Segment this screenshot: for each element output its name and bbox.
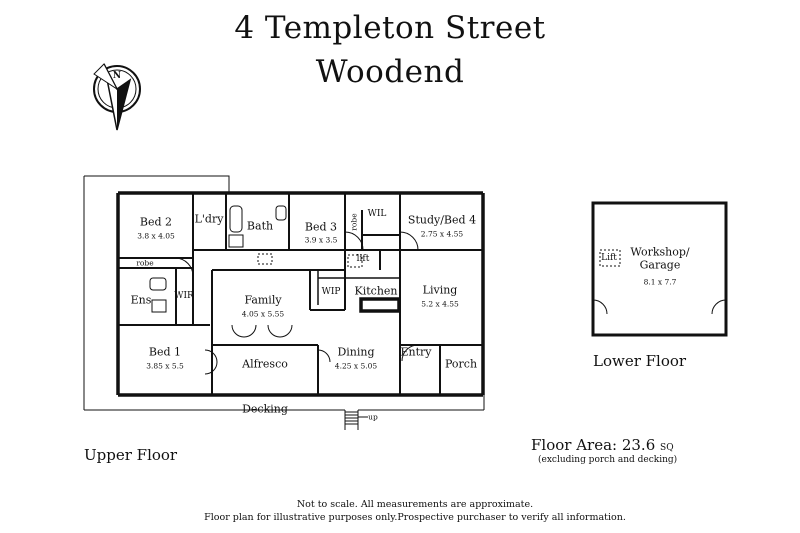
lower-floor-plan <box>591 201 728 337</box>
room-label-wil: WIL <box>367 209 387 219</box>
floor-area-unit: SQ <box>660 443 674 453</box>
room-label-wir: WIR <box>174 291 194 301</box>
stairs-up-label: up <box>368 412 378 422</box>
room-dims-bed3: 3.9 x 3.5 <box>304 235 338 245</box>
room-dims-living: 5.2 x 4.55 <box>421 299 459 309</box>
address-line-2: Woodend <box>315 54 465 90</box>
disclaimer-line-1: Not to scale. All measurements are appro… <box>296 499 534 510</box>
room-dims-workshop: 8.1 x 7.7 <box>643 277 677 287</box>
room-label-lift: lift <box>356 254 370 264</box>
floor-area-value: Floor Area: 23.6 <box>531 436 656 454</box>
room-label-dining: Dining <box>337 345 375 359</box>
room-label-porch: Porch <box>444 357 478 371</box>
room-label-alfresco: Alfresco <box>242 357 288 371</box>
address-line-1: 4 Templeton Street <box>234 10 546 46</box>
room-label-bed1: Bed 1 <box>148 345 182 359</box>
room-label-ensuite: Ens <box>130 293 152 307</box>
room-label-lift-lower: Lift <box>601 253 617 263</box>
room-label-entry: Entry <box>400 345 432 359</box>
lower-floor-label: Lower Floor <box>593 352 687 370</box>
room-label-workshop-line1: Workshop/ <box>630 245 690 259</box>
room-label-robe-bed3: robe <box>349 213 359 231</box>
compass-icon <box>93 63 141 131</box>
room-dims-dining: 4.25 x 5.05 <box>334 361 378 371</box>
compass-north-label: N <box>112 71 122 81</box>
upper-floor-plan <box>83 175 621 430</box>
room-label-decking: Decking <box>242 402 288 416</box>
floor-area: Floor Area: 23.6 SQ <box>531 436 674 454</box>
room-label-robe-bed2: robe <box>136 258 154 268</box>
upper-floor-label: Upper Floor <box>84 446 178 464</box>
room-label-workshop-line2: Garage <box>639 258 681 272</box>
room-label-living: Living <box>422 283 458 297</box>
disclaimer-line-2: Floor plan for illustrative purposes onl… <box>204 512 626 523</box>
room-dims-bed2: 3.8 x 4.05 <box>137 231 175 241</box>
floor-area-note: (excluding porch and decking) <box>538 455 678 465</box>
room-label-study: Study/Bed 4 <box>407 213 477 227</box>
room-dims-study: 2.75 x 4.55 <box>420 229 464 239</box>
room-label-bed2: Bed 2 <box>139 215 173 229</box>
room-label-bath: Bath <box>246 219 274 233</box>
room-label-bed3: Bed 3 <box>304 220 338 234</box>
room-label-kitchen: Kitchen <box>354 284 398 298</box>
room-label-wip: WIP <box>321 287 341 297</box>
room-label-family: Family <box>244 293 282 307</box>
room-dims-bed1: 3.85 x 5.5 <box>146 361 184 371</box>
room-label-laundry: L'dry <box>194 212 224 226</box>
room-dims-family: 4.05 x 5.55 <box>241 309 285 319</box>
